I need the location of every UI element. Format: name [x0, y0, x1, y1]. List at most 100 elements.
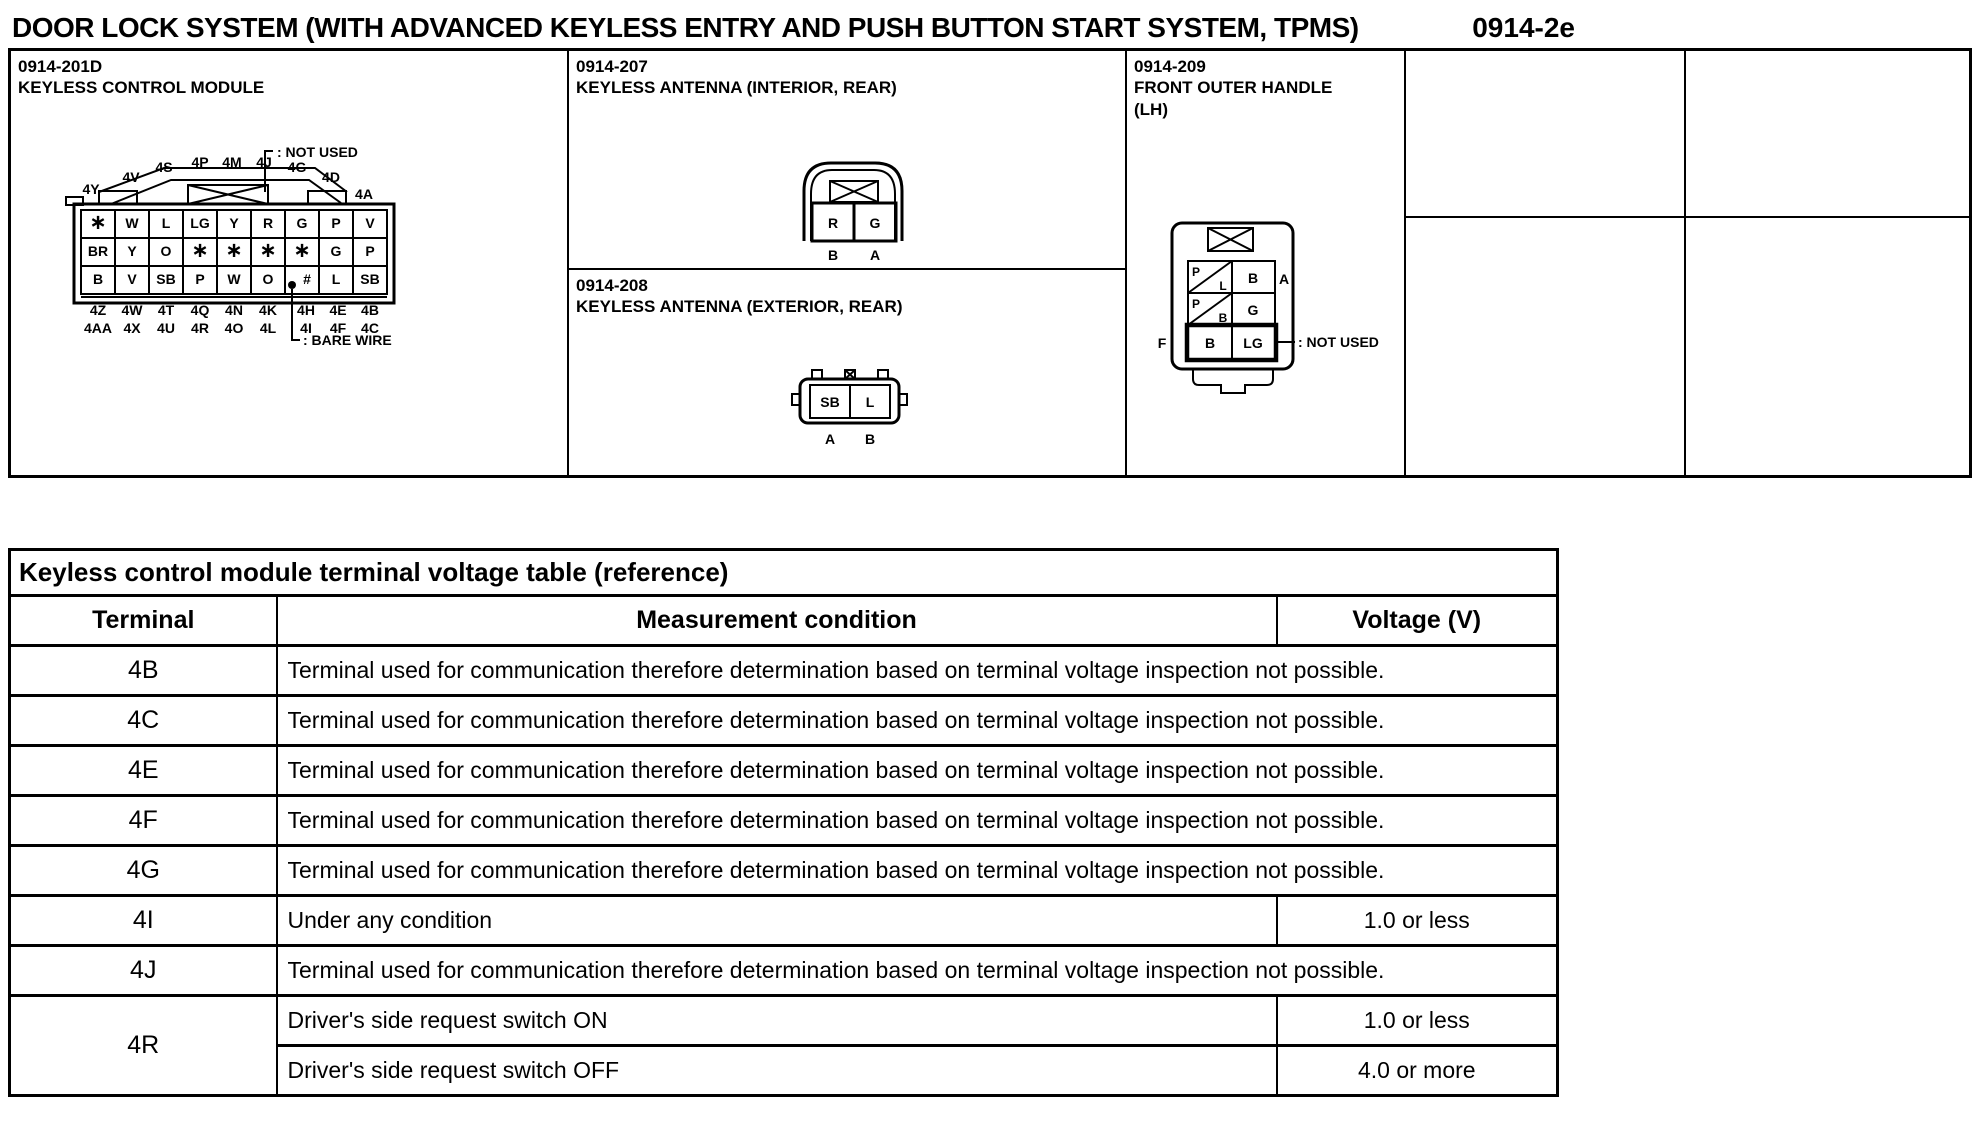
bare-wire-annotation: : BARE WIRE	[291, 289, 392, 348]
front-outer-handle-connector-diagram: P L B P B G B LG A F : NOT USED	[1158, 221, 1379, 394]
voltage-table-section: Keyless control module terminal voltage …	[8, 548, 1560, 1097]
pin: B	[1219, 311, 1228, 325]
cell-empty-2	[1684, 51, 1969, 475]
terminal-label: 4F	[330, 320, 347, 336]
terminal-label: 4A	[355, 186, 373, 202]
pin: L	[332, 271, 341, 287]
pin: W	[125, 215, 139, 231]
terminal-cell: 4G	[8, 844, 278, 897]
pin: P	[331, 215, 340, 231]
antenna-exterior-connector-diagram: SB L A B	[791, 369, 908, 447]
terminal-cell: 4E	[8, 744, 278, 797]
terminal-cell: 4R	[8, 994, 278, 1097]
voltage-cell: 4.0 or more	[1275, 1044, 1559, 1097]
page-code: 0914-2e	[1472, 12, 1575, 43]
connector-name: KEYLESS ANTENNA (INTERIOR, REAR)	[576, 78, 897, 98]
pin: W	[227, 271, 241, 287]
terminal-label: B	[828, 247, 838, 263]
terminal-cell: 4F	[8, 794, 278, 847]
pin: LG	[190, 215, 210, 231]
row-label-f: F	[1158, 335, 1167, 351]
cell-keyless-antenna-interior: 0914-207 KEYLESS ANTENNA (INTERIOR, REAR…	[569, 51, 1125, 270]
terminal-label: A	[870, 247, 880, 263]
connector-name: FRONT OUTER HANDLE	[1134, 78, 1333, 98]
not-used-label: : NOT USED	[1298, 334, 1379, 350]
condition-cell: Terminal used for communication therefor…	[275, 744, 1559, 797]
pin: LG	[1243, 335, 1263, 351]
pin: O	[161, 243, 172, 259]
cell-empty-1	[1404, 51, 1684, 475]
pin: B	[93, 271, 103, 287]
pin: ∗	[89, 211, 107, 234]
table-header-row: Terminal Measurement condition Voltage (…	[8, 594, 1559, 647]
condition-cell: Under any condition	[275, 894, 1278, 947]
voltage-cell: 1.0 or less	[1275, 994, 1559, 1047]
table-row: 4J Terminal used for communication there…	[8, 944, 1559, 997]
row-label-a: A	[1279, 271, 1289, 287]
terminal-label: 4N	[225, 302, 243, 318]
table-row: 4E Terminal used for communication there…	[8, 744, 1559, 797]
terminal-label: 4Y	[82, 181, 100, 197]
empty-cell	[1406, 51, 1684, 218]
terminal-cell: 4C	[8, 694, 278, 747]
pin: P	[1192, 265, 1200, 279]
table-title-row: Keyless control module terminal voltage …	[8, 548, 1559, 597]
handle-pin-grid: P L B P B G B LG	[1184, 260, 1279, 363]
pin: Y	[229, 215, 239, 231]
pin: ∗	[293, 239, 311, 262]
terminal-label: 4J	[256, 154, 272, 170]
cell-front-outer-handle: 0914-209 FRONT OUTER HANDLE (LH) P	[1125, 51, 1404, 475]
pin: ∗	[259, 239, 277, 262]
pin: V	[127, 271, 137, 287]
pin: G	[331, 243, 342, 259]
pin: L	[866, 394, 875, 410]
condition-cell: Terminal used for communication therefor…	[275, 844, 1559, 897]
empty-cell	[1406, 218, 1684, 475]
terminal-label: 4D	[322, 169, 340, 185]
condition-cell: Driver's side request switch ON	[275, 994, 1278, 1047]
terminal-label: 4V	[122, 169, 140, 185]
empty-cell	[1686, 218, 1969, 475]
terminal-label: 4T	[158, 302, 175, 318]
pin: V	[365, 215, 375, 231]
not-used-label: : NOT USED	[277, 144, 358, 160]
pin: SB	[360, 271, 379, 287]
connector-code: 0914-201D	[18, 57, 103, 76]
cell-keyless-control-module: 0914-201D KEYLESS CONTROL MODULE	[11, 51, 567, 475]
pin: B	[1248, 270, 1258, 286]
pin: O	[263, 271, 274, 287]
pin: BR	[88, 243, 108, 259]
connector-grid: 0914-201D KEYLESS CONTROL MODULE	[8, 48, 1972, 478]
pin: SB	[156, 271, 175, 287]
condition-cell: Terminal used for communication therefor…	[275, 794, 1559, 847]
terminal-label: 4G	[288, 159, 307, 175]
connector-header: 0914-209 FRONT OUTER HANDLE (LH)	[1134, 56, 1332, 120]
bare-wire-label: : BARE WIRE	[303, 332, 392, 348]
connector-header: 0914-208 KEYLESS ANTENNA (EXTERIOR, REAR…	[576, 275, 903, 318]
pin: L	[1219, 279, 1226, 293]
condition-cell: Driver's side request switch OFF	[275, 1044, 1278, 1097]
pin: P	[365, 243, 374, 259]
terminal-label: 4U	[157, 320, 175, 336]
connector-code: 0914-209	[1134, 57, 1206, 76]
crossed-box-icon	[829, 180, 879, 203]
table-row: 4B Terminal used for communication there…	[8, 644, 1559, 697]
connector-name-2: (LH)	[1134, 99, 1168, 119]
connector-code: 0914-207	[576, 57, 648, 76]
connector-header: 0914-207 KEYLESS ANTENNA (INTERIOR, REAR…	[576, 56, 897, 99]
module-shell	[65, 167, 396, 305]
voltage-cell: 1.0 or less	[1275, 894, 1559, 947]
table-title: Keyless control module terminal voltage …	[8, 548, 1559, 597]
pin: L	[162, 215, 171, 231]
handle-foot	[1192, 369, 1274, 394]
table-row: 4C Terminal used for communication there…	[8, 694, 1559, 747]
empty-cell	[1686, 51, 1969, 218]
pin: Y	[127, 243, 137, 259]
col-header-terminal: Terminal	[8, 594, 278, 647]
table-row: 4F Terminal used for communication there…	[8, 794, 1559, 847]
condition-cell: Terminal used for communication therefor…	[275, 694, 1559, 747]
pin: P	[1192, 297, 1200, 311]
pin: B	[1205, 335, 1215, 351]
terminal-label: 4M	[222, 154, 241, 170]
